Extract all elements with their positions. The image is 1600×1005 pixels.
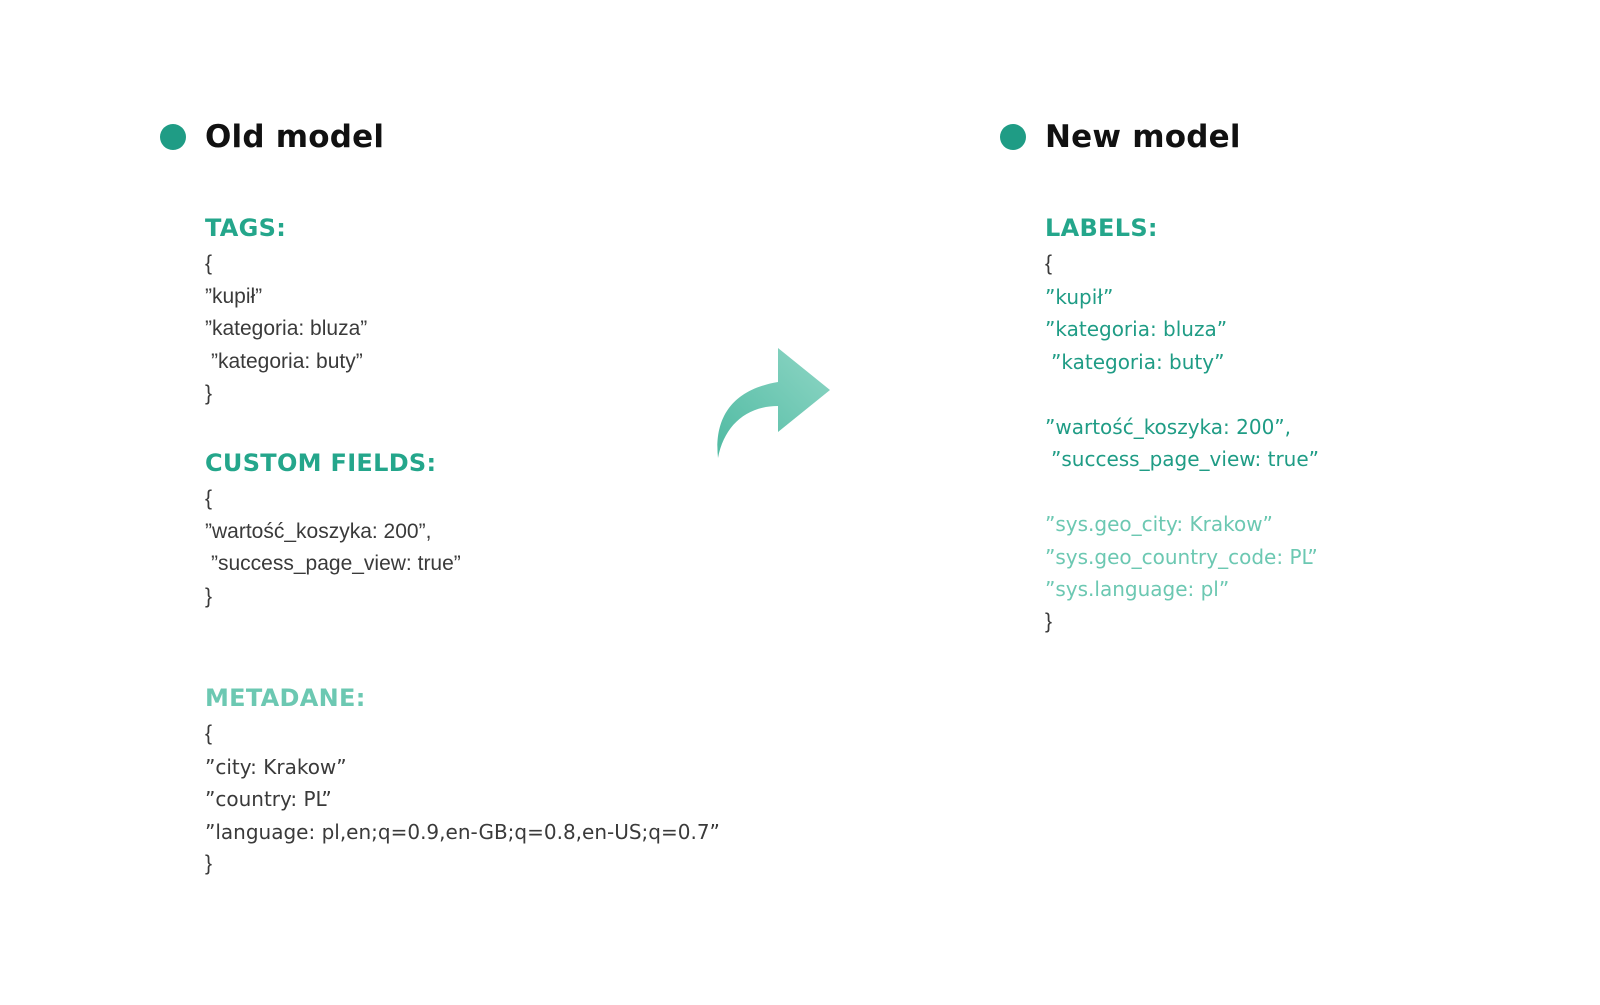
labels-field-item: ”wartość_koszyka: 200”, [1045,414,1292,439]
labels-sys-item: ”sys.geo_country_code: PL” [1045,544,1318,569]
labels-sys-item: ”sys.language: pl” [1045,577,1230,601]
new-model-heading: New model [1045,119,1241,155]
tags-open-brace: { [205,252,213,275]
metadane-block: METADANE: { ”city: Krakow” ”country: PL”… [205,683,720,881]
tags-close-brace: } [205,382,213,405]
custom-fields-title: CUSTOM FIELDS: [205,449,437,477]
metadane-close-brace: } [205,852,213,875]
tags-item: ”kategoria: buty” [211,349,363,373]
new-model-heading-row: New model [1000,119,1241,155]
labels-field-item: ”success_page_view: true” [1051,447,1320,471]
metadane-item: ”city: Krakow” [205,754,347,779]
labels-tag-item: ”kategoria: buty” [1051,349,1225,374]
metadane-item: ”language: pl,en;q=0.9,en-GB;q=0.8,en-US… [205,819,720,844]
labels-close-brace: } [1045,609,1053,633]
metadane-item: ”country: PL” [205,787,332,811]
custom-fields-block: CUSTOM FIELDS: { ”wartość_koszyka: 200”,… [205,448,461,613]
metadane-title: METADANE: [205,684,366,712]
labels-block: LABELS: { ”kupił” ”kategoria: bluza” ”ka… [1045,213,1319,638]
tags-item: ”kupił” [205,284,263,308]
labels-sys-item: ”sys.geo_city: Krakow” [1045,512,1273,536]
old-model-heading-row: Old model [160,119,384,155]
tags-item: ”kategoria: bluza” [205,317,368,340]
curved-arrow-icon [717,348,830,458]
custom-fields-close-brace: } [205,584,213,608]
tags-title: TAGS: [205,214,287,242]
labels-tag-item: ”kupił” [1045,284,1114,309]
metadane-open-brace: { [205,722,213,745]
tags-block: TAGS: { ”kupił” ”kategoria: bluza” ”kate… [205,213,367,411]
custom-fields-open-brace: { [205,487,213,510]
labels-tag-item: ”kategoria: bluza” [1045,317,1228,341]
labels-spacer [1045,378,1319,411]
bullet-dot-icon [1000,124,1026,150]
labels-open-brace: { [1045,252,1053,275]
old-model-heading: Old model [205,119,385,155]
custom-fields-item: ”wartość_koszyka: 200”, [205,519,432,543]
labels-title: LABELS: [1045,214,1158,242]
custom-fields-item: ”success_page_view: true” [211,552,461,575]
bullet-dot-icon [160,124,186,150]
labels-spacer [1045,476,1319,509]
